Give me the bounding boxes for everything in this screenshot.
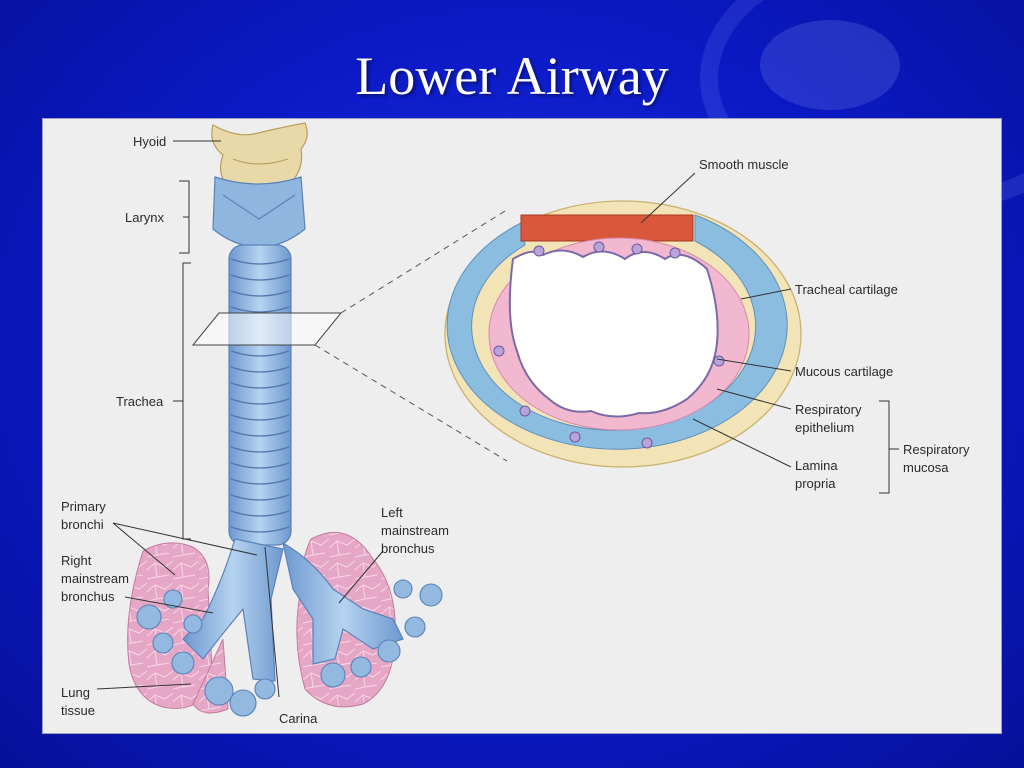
label-tracheal-cartilage: Tracheal cartilage — [795, 282, 898, 297]
bronchial-branches — [136, 579, 443, 717]
hyoid-bone — [211, 122, 308, 196]
label-larynx: Larynx — [125, 210, 165, 225]
left-leader-lines — [96, 140, 384, 698]
label-trachea: Trachea — [116, 394, 164, 409]
label-right-mainstream-bronchus: Right mainstream bronchus — [61, 553, 133, 604]
larynx-shape — [212, 176, 306, 248]
slide-title: Lower Airway — [355, 46, 669, 106]
smooth-muscle-band — [520, 214, 694, 242]
label-respiratory-mucosa: Respiratory mucosa — [903, 442, 973, 475]
diagram-panel: Hyoid Larynx Trachea Primary bronchi Rig… — [42, 118, 1002, 734]
hyoid-detail — [232, 158, 289, 165]
left-mainstream-bronchus — [282, 541, 404, 665]
decorative-disc — [760, 20, 900, 110]
label-lamina-propria: Lamina propria — [795, 458, 841, 491]
label-respiratory-epithelium: Respiratory epithelium — [795, 402, 865, 435]
respiratory-epithelium-lumen — [508, 249, 719, 418]
label-primary-bronchi: Primary bronchi — [61, 499, 109, 532]
label-smooth-muscle: Smooth muscle — [699, 157, 789, 172]
mucous-glands — [493, 241, 725, 449]
cross-section-plane — [191, 312, 343, 346]
trachea-cross-section — [444, 200, 802, 468]
projection-lines — [314, 210, 508, 462]
label-left-mainstream-bronchus: Left mainstream bronchus — [381, 505, 453, 556]
label-lung-tissue: Lung tissue — [61, 685, 95, 718]
airway-diagram: Hyoid Larynx Trachea Primary bronchi Rig… — [61, 122, 973, 726]
right-leader-lines — [640, 172, 899, 494]
larynx-detail — [222, 194, 296, 220]
label-hyoid: Hyoid — [133, 134, 166, 149]
tracheal-rings — [230, 258, 290, 533]
label-mucous-cartilage: Mucous cartilage — [795, 364, 893, 379]
label-carina: Carina — [279, 711, 318, 726]
